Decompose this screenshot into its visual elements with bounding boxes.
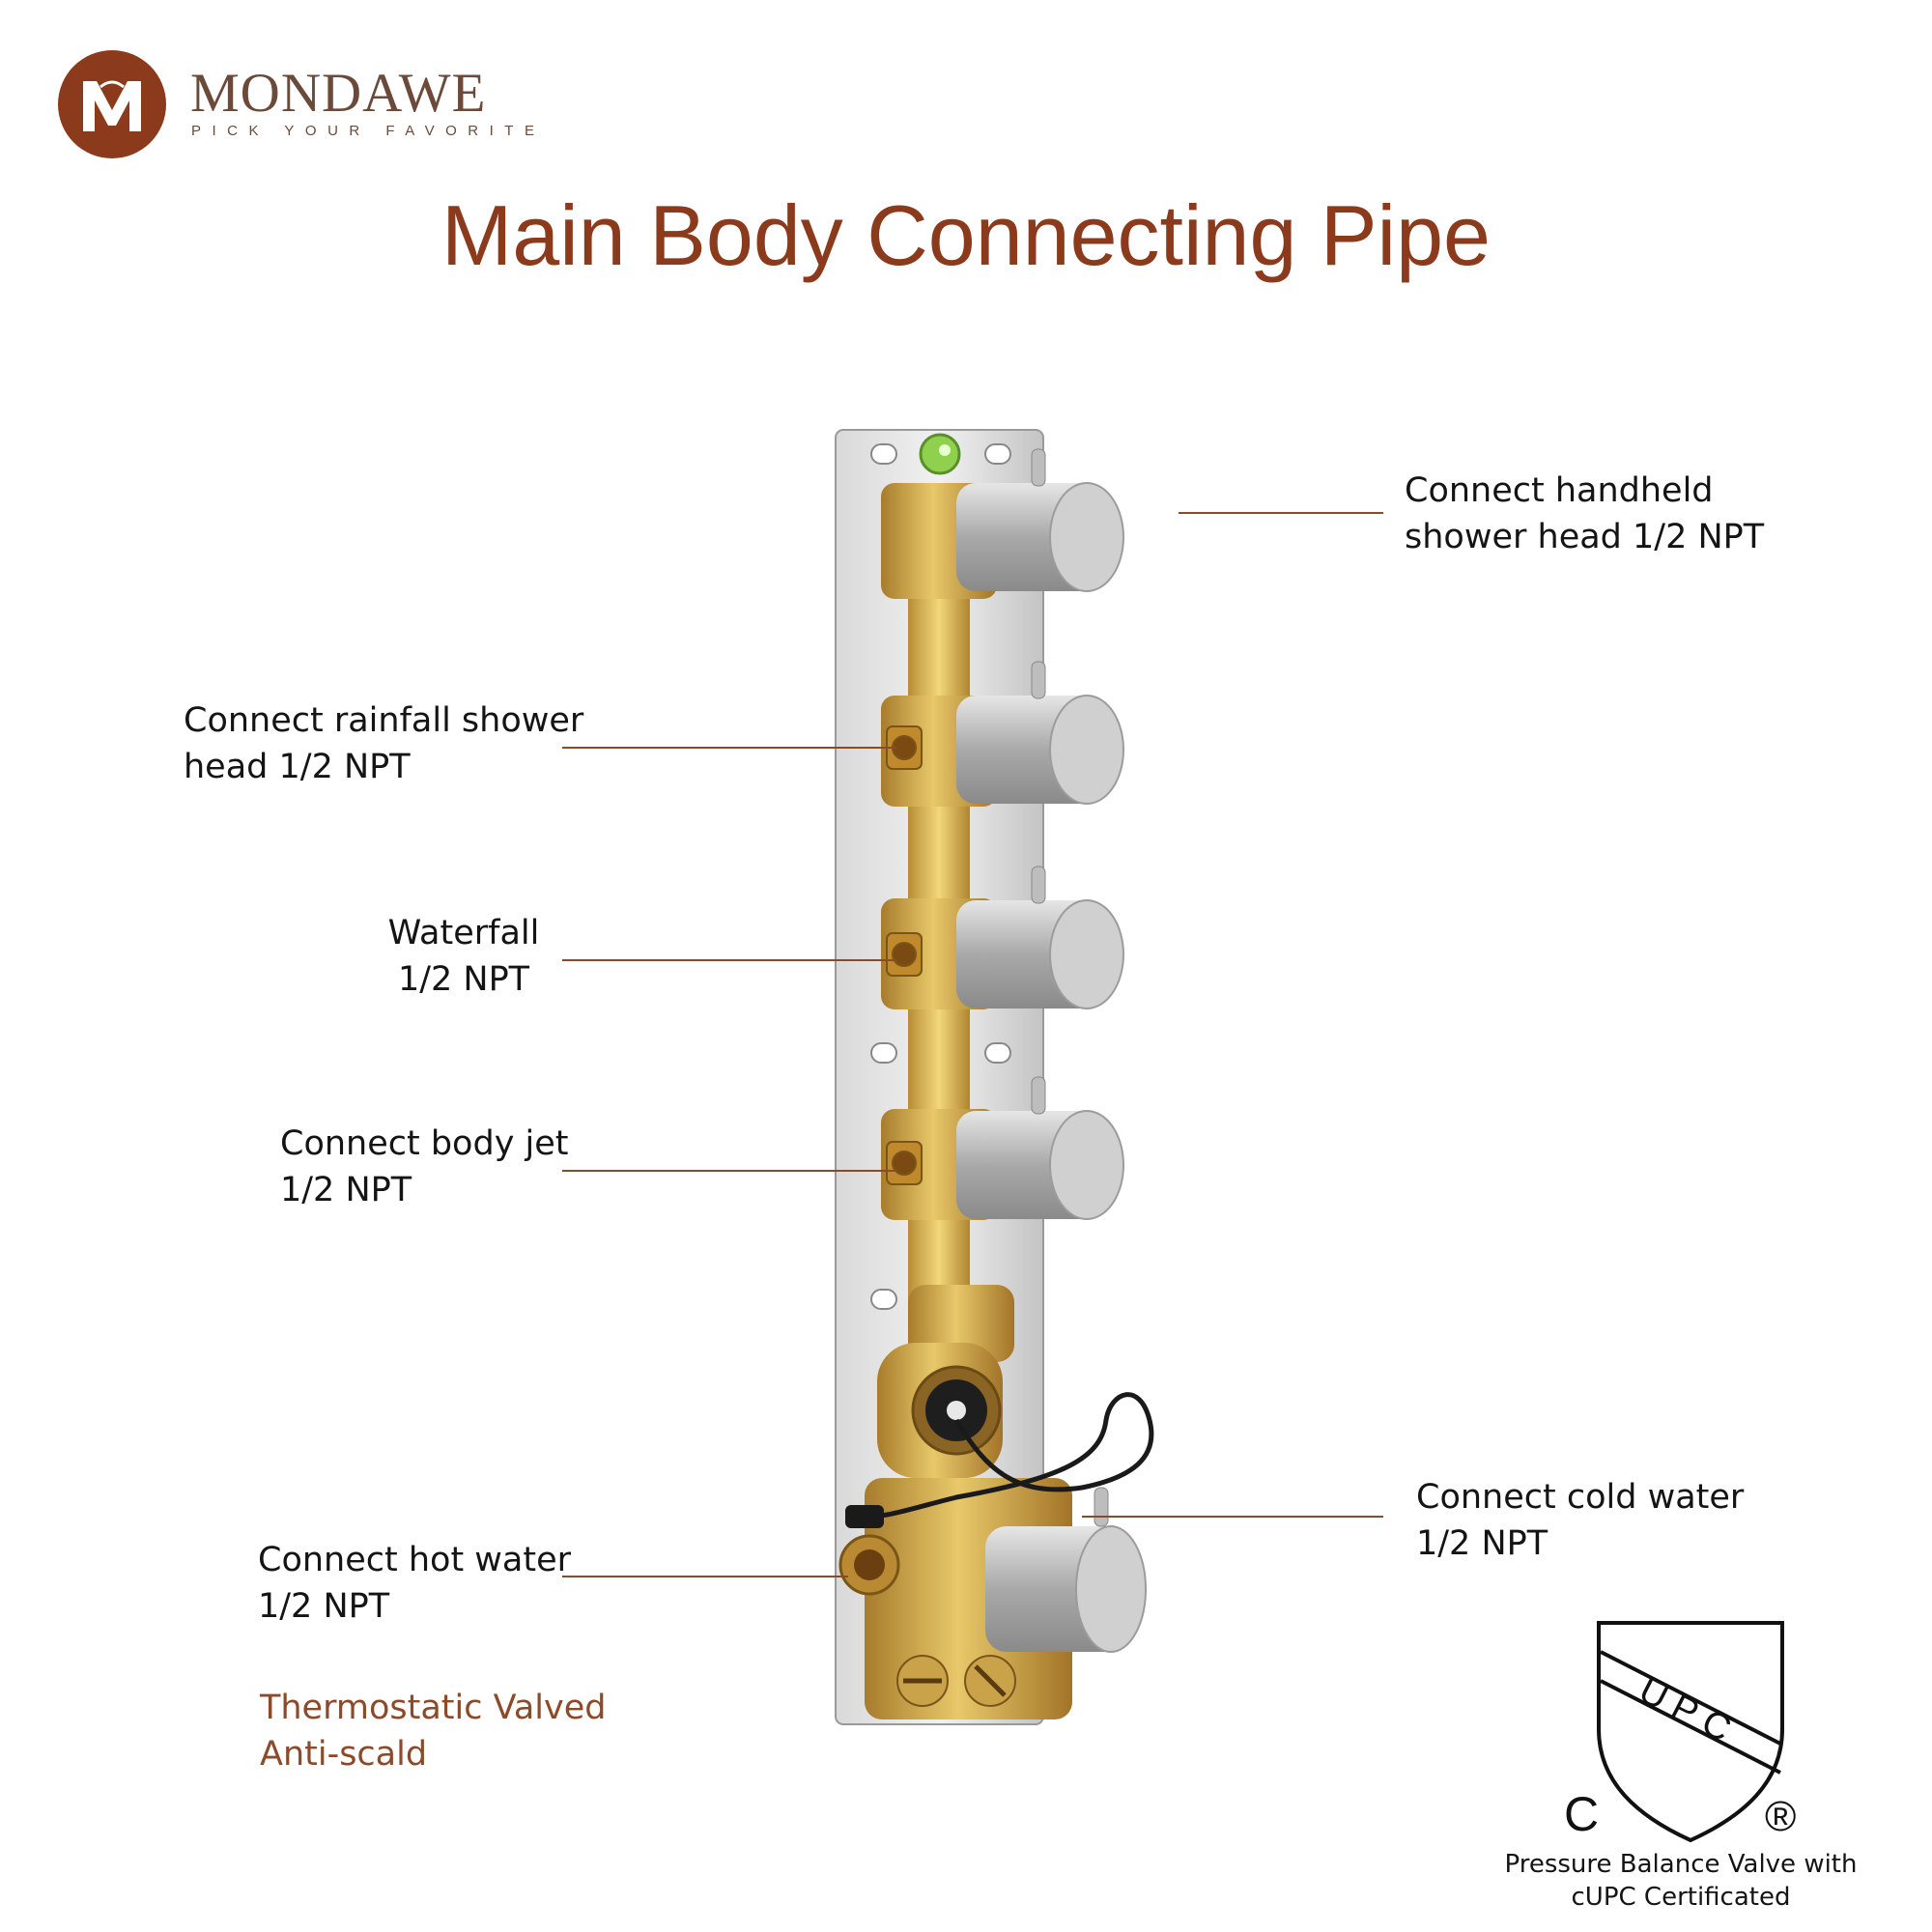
leader-line-waterfall — [562, 959, 896, 961]
callout-cold-water-line2: 1/2 NPT — [1416, 1524, 1548, 1563]
cupc-certification-icon: UPC C ® — [1564, 1621, 1796, 1843]
leader-line-handheld — [1179, 512, 1383, 514]
callout-handheld-line2: shower head 1/2 NPT — [1405, 518, 1765, 556]
sensor-cable — [868, 1392, 1154, 1520]
thermostatic-valve-body — [838, 1285, 1147, 1719]
callout-body-jet-line2: 1/2 NPT — [280, 1171, 412, 1209]
certification-caption-line2: cUPC Certificated — [1571, 1883, 1791, 1912]
callout-cold-water-line1: Connect cold water — [1416, 1478, 1745, 1517]
certification-caption: Pressure Balance Valve with cUPC Certifi… — [1488, 1848, 1874, 1914]
brand-tagline: PICK YOUR FAVORITE — [191, 123, 546, 139]
callout-waterfall-line1: Waterfall — [387, 914, 540, 952]
leader-line-hot-water — [562, 1576, 848, 1577]
page-title: Main Body Connecting Pipe — [441, 187, 1491, 283]
logo-m-icon — [83, 80, 141, 131]
brand-name: MONDAWE — [190, 63, 487, 124]
certification-caption-line1: Pressure Balance Valve with — [1504, 1850, 1858, 1879]
callout-waterfall-line2: 1/2 NPT — [397, 960, 530, 999]
callout-body-jet-line1: Connect body jet — [280, 1124, 569, 1163]
feature-note: Thermostatic Valved Anti-scald — [260, 1685, 606, 1777]
cupc-mark-r: ® — [1765, 1793, 1796, 1840]
leader-line-body-jet — [562, 1170, 896, 1172]
leader-line-rainfall — [562, 747, 896, 749]
callout-hot-water-line1: Connect hot water — [258, 1541, 572, 1579]
callout-waterfall: Waterfall 1/2 NPT — [386, 910, 541, 1003]
valve-product-image — [835, 429, 1154, 1725]
leader-line-cold-water — [1082, 1516, 1383, 1518]
diverter-knobs — [956, 448, 1124, 1220]
callout-hot-water-line2: 1/2 NPT — [258, 1587, 390, 1626]
callout-handheld-line1: Connect handheld — [1405, 471, 1714, 510]
brand-logo — [58, 50, 166, 158]
feature-note-line2: Anti-scald — [260, 1735, 428, 1774]
callout-cold-water: Connect cold water 1/2 NPT — [1416, 1474, 1744, 1567]
callout-body-jet: Connect body jet 1/2 NPT — [280, 1121, 569, 1213]
callout-rainfall-line1: Connect rainfall shower — [184, 701, 584, 740]
callout-hot-water: Connect hot water 1/2 NPT — [258, 1537, 571, 1630]
callout-rainfall-line2: head 1/2 NPT — [184, 748, 411, 786]
feature-note-line1: Thermostatic Valved — [260, 1689, 607, 1727]
bubble-level-icon — [919, 433, 961, 475]
callout-handheld: Connect handheld shower head 1/2 NPT — [1405, 468, 1764, 560]
cupc-mark-c: C — [1564, 1787, 1599, 1841]
callout-rainfall: Connect rainfall shower head 1/2 NPT — [184, 697, 583, 790]
